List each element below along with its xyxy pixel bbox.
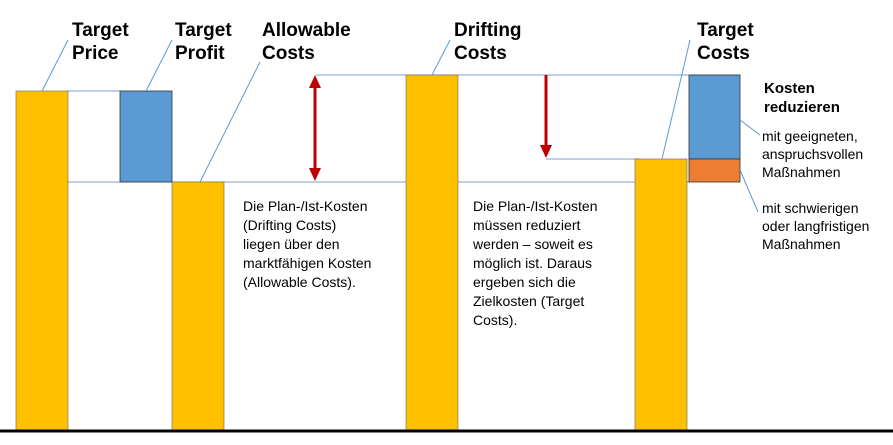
reduce-costs-note: Die Plan-/Ist-Kosten müssen reduziert we… xyxy=(473,198,598,328)
allowable-costs-bar xyxy=(171,181,225,431)
target-costs-leader xyxy=(661,39,691,160)
target-price-leader xyxy=(41,39,69,92)
drifting-costs-bar xyxy=(405,74,459,431)
target-profit-bar xyxy=(119,90,173,183)
orange-note-leader xyxy=(739,169,759,213)
orange-segment-note: mit schwierigen oder langfristigen Maßna… xyxy=(762,200,870,252)
target-profit-leader xyxy=(145,39,173,92)
cost-gap-arrow xyxy=(309,75,321,181)
reduction-orange-segment xyxy=(688,158,741,183)
blue-segment-note: mit geeigneten, anspruchsvollen Maßnahme… xyxy=(762,128,864,180)
drifting-vs-allowable-note: Die Plan-/Ist-Kosten (Drifting Costs) li… xyxy=(243,198,372,290)
drifting-costs-leader xyxy=(431,39,451,76)
blue-note-leader xyxy=(739,119,761,136)
allowable-costs-leader xyxy=(199,61,261,183)
reduction-arrow xyxy=(540,75,552,158)
target-price-bar xyxy=(15,90,69,431)
reduction-blue-segment xyxy=(688,74,741,160)
target-costs-bar xyxy=(634,158,688,431)
